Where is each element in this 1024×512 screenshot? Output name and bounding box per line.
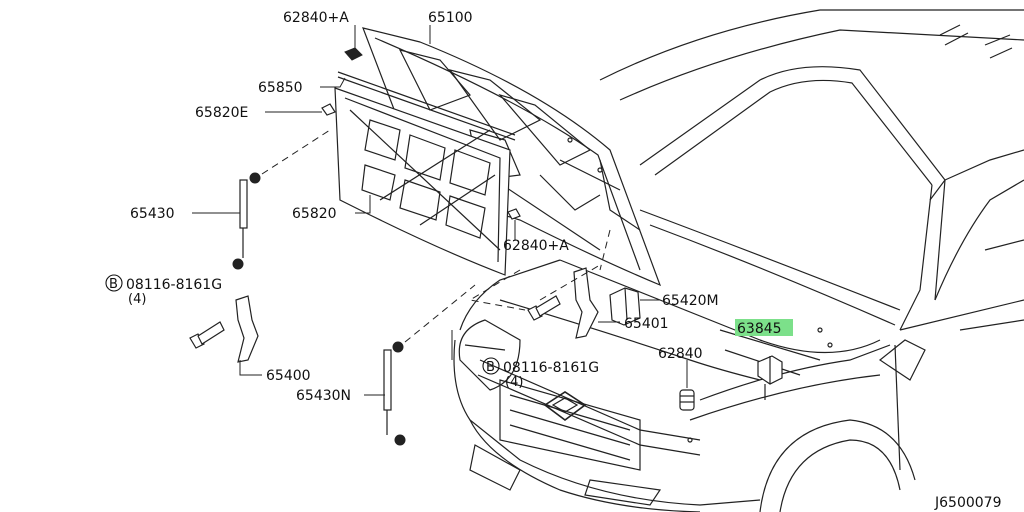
label-65401: 65401 (624, 316, 669, 332)
bolt-left (189, 321, 225, 349)
highlight-63845 (735, 319, 793, 336)
seal-63845 (757, 355, 783, 400)
hood-stay-65430 (232, 172, 261, 270)
car-body (453, 9, 1024, 512)
label-qty-left: (4) (128, 292, 146, 307)
label-62840a-top: 62840+A (283, 10, 349, 26)
hood-hinge-65400 (235, 295, 259, 363)
label-65820: 65820 (292, 206, 337, 222)
hood-panel (362, 27, 662, 287)
label-65430: 65430 (130, 206, 175, 222)
label-65850: 65850 (258, 80, 303, 96)
clip-62840a-mid (507, 208, 521, 220)
hood-hinge-65401 (573, 267, 599, 339)
label-08116-mid: 08116-8161G (503, 360, 599, 376)
hood-stay-65430n (383, 341, 406, 446)
label-08116-left: 08116-8161G (126, 277, 222, 293)
diagram-code: J6500079 (934, 495, 1001, 511)
rubber-bumper-62840 (679, 389, 695, 411)
dash-body (539, 264, 601, 301)
bolt-symbol-left-text: B (109, 277, 118, 292)
dash-strut-lower (404, 284, 476, 343)
dash-hinge-left (599, 229, 611, 271)
bolt-mid (527, 295, 561, 321)
hood-insulator (334, 71, 516, 276)
bolt-symbol-left (105, 274, 123, 292)
clip-62840a-top (344, 47, 363, 61)
label-63845: 63845 (737, 321, 782, 337)
label-62840: 62840 (658, 346, 703, 362)
label-62840a-mid: 62840+A (503, 238, 569, 254)
label-65820e: 65820E (195, 105, 248, 121)
dash-strut-upper (261, 129, 331, 175)
label-65400: 65400 (266, 368, 311, 384)
label-65100: 65100 (428, 10, 473, 26)
clip-65820e (321, 103, 336, 116)
label-qty-mid: (4) (505, 375, 523, 390)
bolt-symbol-mid (482, 357, 500, 375)
bolt-symbol-mid-text: B (486, 360, 495, 375)
dash-insulator (468, 269, 526, 311)
label-65420m: 65420M (662, 293, 719, 309)
label-65430n: 65430N (296, 388, 351, 404)
hood-bumper-65420m (609, 287, 641, 326)
